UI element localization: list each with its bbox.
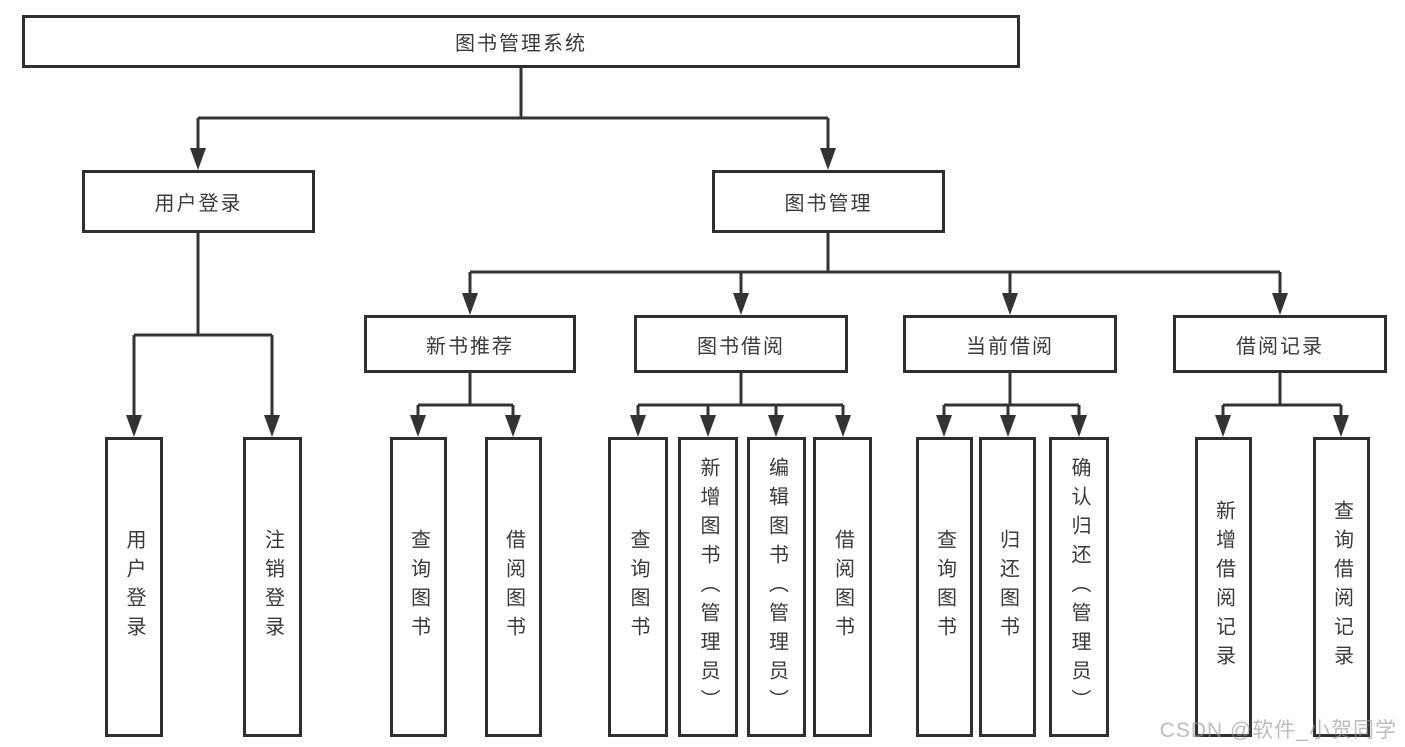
node-label: 归还图书 bbox=[996, 529, 1019, 645]
node-label: 借阅图书 bbox=[502, 529, 525, 645]
watermark-text: CSDN @软件_小贺同学 bbox=[1159, 719, 1397, 742]
arrowheads bbox=[126, 148, 1349, 437]
node-label: 图书管理 bbox=[784, 193, 873, 215]
leaf-add-books-admin: 新增图书（管理员） bbox=[678, 437, 738, 737]
leaf-logout: 注销登录 bbox=[243, 437, 302, 737]
node-label: 当前借阅 bbox=[966, 335, 1054, 358]
leaf-confirm-return-admin: 确认归还（管理员） bbox=[1049, 437, 1109, 737]
node-label: 注销登录 bbox=[261, 529, 284, 645]
node-label: 新书推荐 bbox=[426, 335, 514, 358]
leaf-query-books-current: 查询图书 bbox=[916, 437, 973, 737]
node-label: 借阅记录 bbox=[1236, 335, 1324, 358]
node-label: 借阅图书 bbox=[831, 529, 854, 645]
leaf-query-borrow-record: 查询借阅记录 bbox=[1313, 437, 1370, 737]
node-label: 确认归还（管理员） bbox=[1068, 456, 1090, 718]
leaf-return-books: 归还图书 bbox=[979, 437, 1036, 737]
leaf-user-login: 用户登录 bbox=[105, 437, 163, 737]
node-label: 新增借阅记录 bbox=[1212, 500, 1235, 674]
node-new-book-recommendation: 新书推荐 bbox=[364, 315, 576, 373]
leaf-query-books-recommend: 查询图书 bbox=[390, 437, 447, 737]
node-label: 用户登录 bbox=[123, 529, 145, 645]
leaf-query-books-borrowing: 查询图书 bbox=[608, 437, 668, 737]
node-book-borrowing: 图书借阅 bbox=[634, 315, 848, 373]
node-label: 查询图书 bbox=[627, 529, 649, 645]
node-user-login-branch: 用户登录 bbox=[82, 170, 315, 233]
node-label: 图书管理系统 bbox=[455, 33, 587, 55]
leaf-add-borrow-record: 新增借阅记录 bbox=[1195, 437, 1252, 737]
node-label: 查询图书 bbox=[933, 529, 956, 645]
node-library-system: 图书管理系统 bbox=[22, 15, 1020, 68]
leaf-borrow-books-borrowing: 借阅图书 bbox=[813, 437, 872, 737]
node-borrowing-records: 借阅记录 bbox=[1173, 315, 1387, 373]
tree-edges bbox=[132, 68, 1343, 422]
node-label: 图书借阅 bbox=[697, 335, 785, 358]
node-label: 用户登录 bbox=[154, 193, 243, 215]
node-book-management: 图书管理 bbox=[712, 170, 945, 233]
node-current-borrowing: 当前借阅 bbox=[903, 315, 1117, 373]
node-label: 查询图书 bbox=[407, 529, 430, 645]
node-label: 新增图书（管理员） bbox=[697, 456, 719, 718]
leaf-borrow-books-recommend: 借阅图书 bbox=[485, 437, 542, 737]
leaf-edit-books-admin: 编辑图书（管理员） bbox=[747, 437, 806, 737]
node-label: 查询借阅记录 bbox=[1330, 500, 1353, 674]
node-label: 编辑图书（管理员） bbox=[765, 456, 788, 718]
